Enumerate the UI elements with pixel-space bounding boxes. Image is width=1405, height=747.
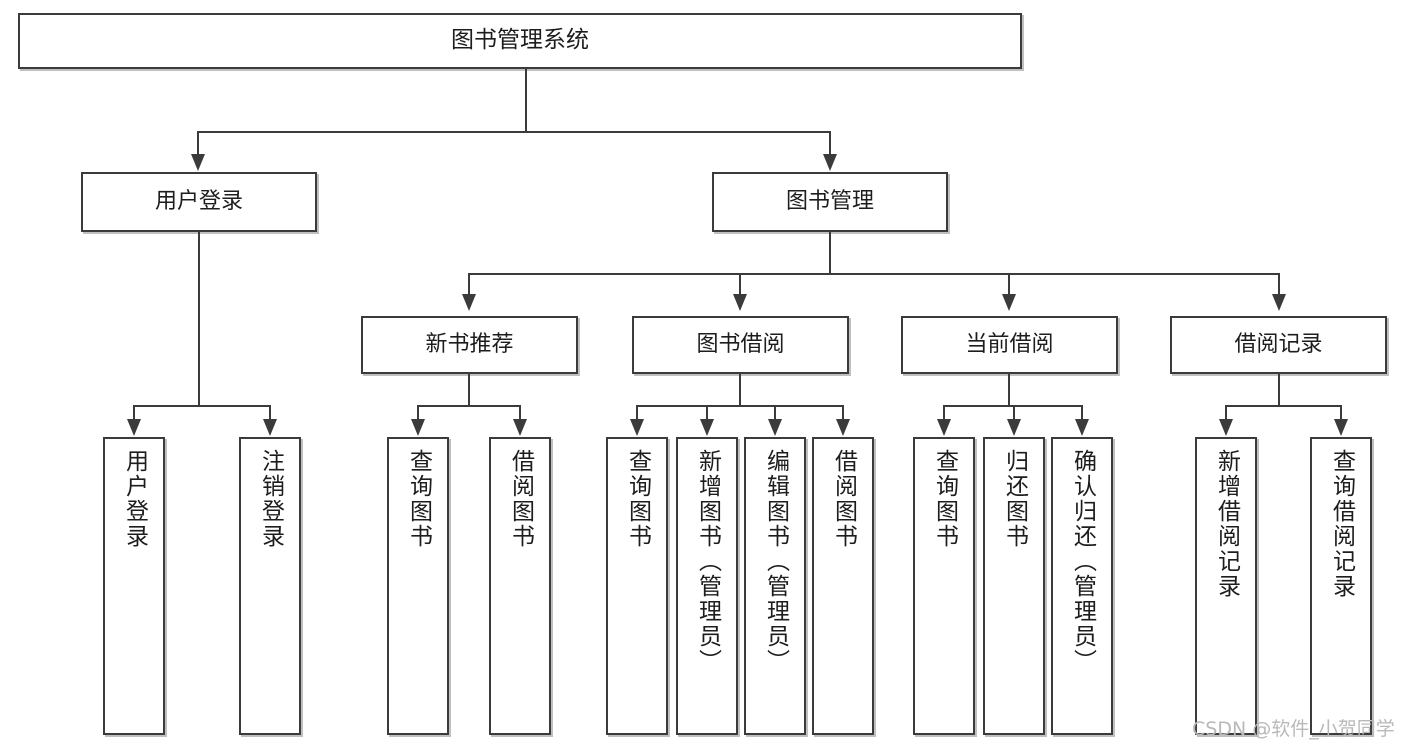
node-leaf-return-book[interactable]: 归还图书 [983,437,1045,735]
arrowhead-bb-leaf-3 [768,419,782,436]
arrowhead-br-leaf-2 [1334,419,1348,436]
node-leaf-query-book-2[interactable]: 查询图书 [606,437,668,735]
node-leaf-logout[interactable]: 注销登录 [239,437,301,735]
node-root-system[interactable]: 图书管理系统 [18,13,1022,69]
connector-br-drop-2 [1340,405,1342,421]
connector-root-stem [525,69,527,132]
connector-br-stem [1278,374,1280,406]
node-book-borrow[interactable]: 图书借阅 [632,316,849,374]
node-label: 借阅图书 [507,449,534,549]
node-label: 查询图书 [624,449,651,549]
node-label: 新增借阅记录 [1213,449,1240,599]
arrowhead-bm-to-book-borrow [733,294,747,311]
node-label: 图书借阅 [696,332,785,358]
node-book-management[interactable]: 图书管理 [712,172,948,232]
node-leaf-add-record[interactable]: 新增借阅记录 [1195,437,1257,735]
node-leaf-borrow-book-1[interactable]: 借阅图书 [489,437,551,735]
node-leaf-confirm-return[interactable]: 确认归还（管理员） [1051,437,1113,735]
node-leaf-add-book[interactable]: 新增图书（管理员） [676,437,738,735]
arrowhead-user-login-leaf-1 [127,419,141,436]
node-leaf-query-record[interactable]: 查询借阅记录 [1310,437,1372,735]
arrowhead-bm-to-borrow-record [1272,294,1286,311]
node-label: 新书推荐 [425,332,514,358]
arrowhead-bm-to-current-borrow [1002,294,1016,311]
connector-nbr-stem [468,374,470,406]
connector-root-to-book-management [829,131,831,156]
connector-bm-drop-2 [739,273,741,296]
arrowhead-root-to-book-management [823,154,837,171]
connector-user-login-drop-2 [269,405,271,421]
node-leaf-query-book-3[interactable]: 查询图书 [913,437,975,735]
node-label: 当前借阅 [965,332,1054,358]
connector-book-management-bus [468,273,1280,275]
node-label: 借阅图书 [830,449,857,549]
node-label: 用户登录 [154,189,243,215]
arrowhead-nbr-leaf-2 [513,419,527,436]
node-label: 归还图书 [1001,449,1028,549]
connector-bm-drop-4 [1278,273,1280,296]
connector-bm-drop-1 [468,273,470,296]
node-leaf-edit-book[interactable]: 编辑图书（管理员） [744,437,806,735]
node-label: 图书管理系统 [451,27,589,54]
connector-cb-drop-3 [1081,405,1083,421]
arrowhead-cb-leaf-2 [1007,419,1021,436]
connector-root-to-user-login [197,131,199,156]
node-label: 查询图书 [405,449,432,549]
connector-bb-stem [739,374,741,406]
node-user-login[interactable]: 用户登录 [81,172,317,232]
arrowhead-bm-to-new-book-recommend [462,294,476,311]
arrowhead-root-to-user-login [191,154,205,171]
connector-bb-drop-4 [842,405,844,421]
connector-bm-drop-3 [1008,273,1010,296]
connector-cb-drop-2 [1013,405,1015,421]
node-label: 用户登录 [121,449,148,549]
node-label: 查询图书 [931,449,958,549]
connector-cb-stem [1008,374,1010,406]
node-leaf-user-login[interactable]: 用户登录 [103,437,165,735]
connector-nbr-drop-1 [417,405,419,421]
connector-br-bus [1225,405,1341,407]
connector-nbr-drop-2 [519,405,521,421]
connector-nbr-bus [417,405,520,407]
connector-bb-drop-1 [636,405,638,421]
connector-cb-bus [943,405,1082,407]
node-current-borrow[interactable]: 当前借阅 [901,316,1118,374]
arrowhead-bb-leaf-1 [630,419,644,436]
connector-user-login-drop-1 [133,405,135,421]
node-label: 注销登录 [257,449,284,549]
connector-user-login-bus [133,405,270,407]
connector-bb-drop-3 [774,405,776,421]
connector-br-drop-1 [1225,405,1227,421]
node-leaf-borrow-book-2[interactable]: 借阅图书 [812,437,874,735]
node-label: 确认归还（管理员） [1069,449,1096,674]
arrowhead-bb-leaf-4 [836,419,850,436]
connector-root-bus [197,131,831,133]
node-label: 新增图书（管理员） [694,449,721,674]
arrowhead-user-login-leaf-2 [263,419,277,436]
arrowhead-bb-leaf-2 [700,419,714,436]
node-label: 查询借阅记录 [1328,449,1355,599]
arrowhead-cb-leaf-1 [937,419,951,436]
connector-cb-drop-1 [943,405,945,421]
arrowhead-nbr-leaf-1 [411,419,425,436]
connector-bb-drop-2 [706,405,708,421]
connector-user-login-stem [198,232,200,406]
node-label: 借阅记录 [1234,332,1323,358]
arrowhead-br-leaf-1 [1219,419,1233,436]
node-label: 编辑图书（管理员） [762,449,789,674]
node-borrow-record[interactable]: 借阅记录 [1170,316,1387,374]
connector-book-management-stem [829,232,831,274]
connector-bb-bus [636,405,843,407]
node-new-book-recommend[interactable]: 新书推荐 [361,316,578,374]
node-label: 图书管理 [785,189,874,215]
arrowhead-cb-leaf-3 [1075,419,1089,436]
node-leaf-query-book-1[interactable]: 查询图书 [387,437,449,735]
